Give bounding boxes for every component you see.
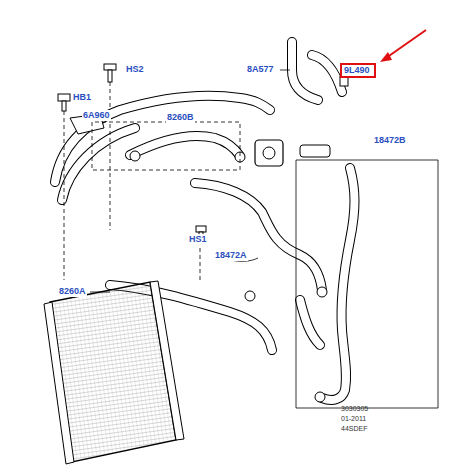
drawing-code: 3030305 <box>340 404 369 413</box>
highlight-box: 9L490 <box>340 63 376 78</box>
callout-number: 8A577 <box>246 64 275 75</box>
part-number: 9L490 <box>342 65 374 76</box>
callout-number: HB1 <box>72 92 92 103</box>
callout-number: 8260B <box>166 112 195 123</box>
callout-number: 6A960 <box>82 110 111 121</box>
callout-number: 8260A <box>58 286 87 297</box>
drawing-code: 01-2011 <box>340 414 367 423</box>
callout-number: 18472A <box>214 250 248 261</box>
callout-number: 18472B <box>373 135 407 146</box>
callout-number: HS1 <box>188 234 208 245</box>
drawing-code: 44SDEF <box>340 424 368 433</box>
callout-number: HS2 <box>125 64 145 75</box>
